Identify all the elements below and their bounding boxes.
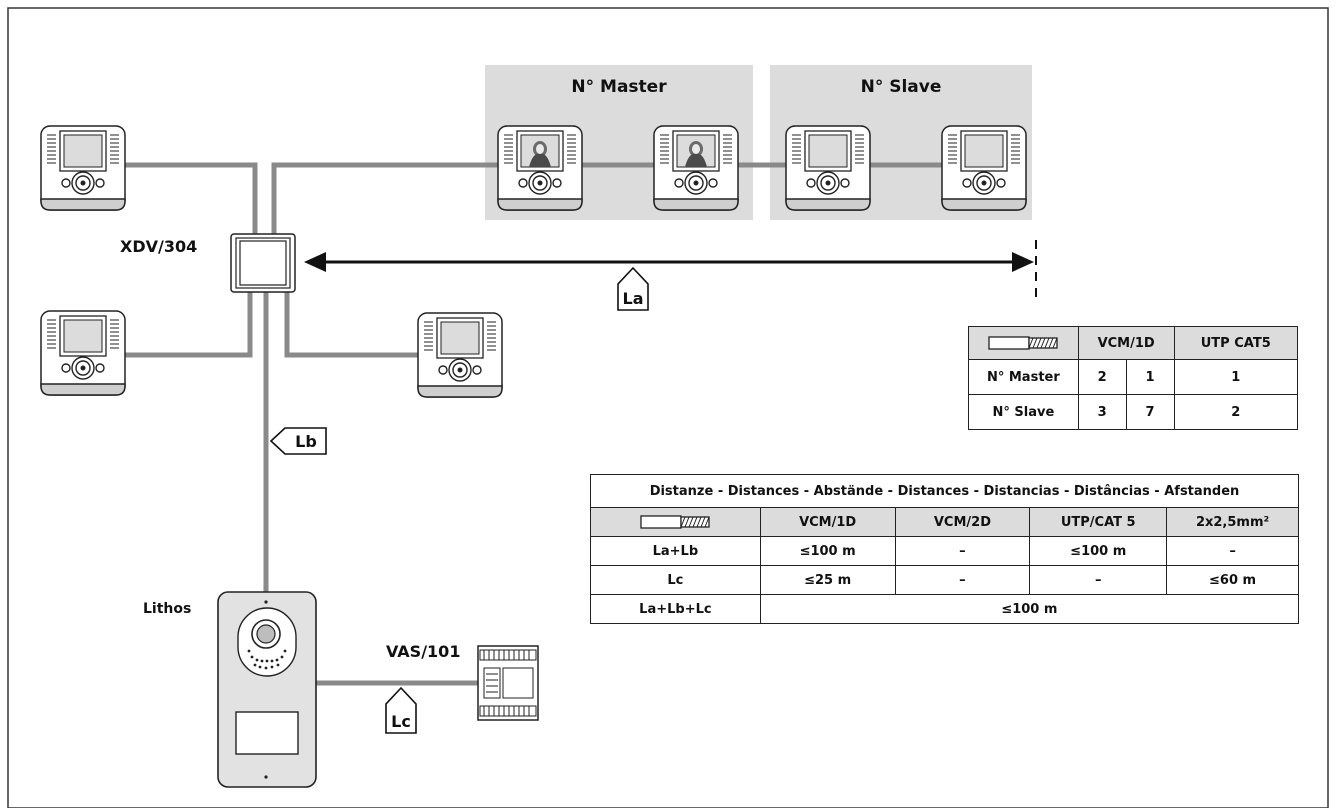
la-tag: La — [617, 266, 649, 311]
lithos-label: Lithos — [143, 601, 191, 617]
cell: 2 — [1173, 394, 1298, 430]
vas101-power-supply — [477, 645, 539, 721]
cell: – — [894, 536, 1031, 566]
table1-cable-header — [968, 326, 1079, 360]
page-frame — [7, 7, 1329, 808]
cell: 3 — [1077, 394, 1127, 430]
monitor-center — [417, 312, 503, 398]
lc-tag: Lc — [385, 686, 417, 734]
row-label: N° Slave — [968, 394, 1079, 430]
cell: – — [1166, 536, 1299, 566]
table1-utp-header: UTP CAT5 — [1173, 326, 1298, 360]
distances-title: Distanze - Distances - Abstände - Distan… — [590, 474, 1299, 508]
cable-icon — [640, 515, 711, 529]
cell: 1 — [1173, 359, 1298, 395]
cell: ≤100 m — [759, 594, 1300, 624]
cell: ≤25 m — [759, 565, 896, 595]
cell: 7 — [1125, 394, 1175, 430]
wire-monitor-bottom-left — [124, 290, 253, 358]
lb-tag-label: Lb — [295, 432, 317, 451]
table1-header-row: VCM/1D UTP CAT5 — [968, 326, 1298, 360]
table1-vcm-header: VCM/1D — [1077, 326, 1175, 360]
table2-title-row: Distanze - Distances - Abstände - Distan… — [590, 474, 1299, 508]
table-row: Lc ≤25 m – – ≤60 m — [590, 565, 1299, 595]
wire-monitor-top-left — [124, 162, 258, 240]
row-label: Lc — [590, 565, 761, 595]
wire-monitor-center — [284, 290, 418, 358]
vas101-label: VAS/101 — [386, 642, 460, 661]
column-header: VCM/1D — [759, 507, 896, 537]
monitor-slave-1 — [785, 125, 871, 211]
monitor-bottom-left — [40, 310, 126, 396]
table-row: La+Lb+Lc ≤100 m — [590, 594, 1300, 624]
lc-tag-label: Lc — [391, 712, 411, 731]
slave-group-label: N° Slave — [861, 77, 942, 97]
cell: – — [894, 565, 1031, 595]
lb-tag: Lb — [269, 427, 327, 455]
table2-cable-header — [590, 507, 761, 537]
table-row: N° Master 2 1 1 — [968, 359, 1298, 395]
xdv304-label: XDV/304 — [120, 237, 197, 256]
distances-table: Distanze - Distances - Abstände - Distan… — [590, 474, 1300, 624]
cell: ≤60 m — [1166, 565, 1299, 595]
monitor-master-1 — [498, 126, 582, 210]
cell: ≤100 m — [759, 536, 896, 566]
cable-icon — [988, 336, 1059, 350]
row-label: N° Master — [968, 359, 1079, 395]
column-header: 2x2,5mm² — [1166, 507, 1299, 537]
master-group-label: N° Master — [571, 77, 667, 97]
cell: – — [1029, 565, 1168, 595]
column-header: UTP/CAT 5 — [1029, 507, 1168, 537]
monitor-master-2 — [654, 126, 738, 210]
cell: ≤100 m — [1029, 536, 1168, 566]
table-row: La+Lb ≤100 m – ≤100 m – — [590, 536, 1299, 566]
monitor-slave-2 — [941, 125, 1027, 211]
monitor-top-left — [40, 125, 126, 211]
la-distance-arrow — [304, 240, 1037, 300]
table-row: N° Slave 3 7 2 — [968, 394, 1298, 430]
column-header: VCM/2D — [894, 507, 1031, 537]
xdv304-distributor — [230, 233, 296, 293]
cell: 2 — [1077, 359, 1127, 395]
row-label: La+Lb — [590, 536, 761, 566]
table2-header-row: VCM/1D VCM/2D UTP/CAT 5 2x2,5mm² — [590, 507, 1299, 537]
cell: 1 — [1125, 359, 1175, 395]
cable-count-table: VCM/1D UTP CAT5 N° Master 2 1 1 N° Slave… — [968, 326, 1298, 430]
row-label: La+Lb+Lc — [590, 594, 761, 624]
la-tag-label: La — [623, 289, 644, 308]
lithos-door-panel — [217, 591, 317, 788]
